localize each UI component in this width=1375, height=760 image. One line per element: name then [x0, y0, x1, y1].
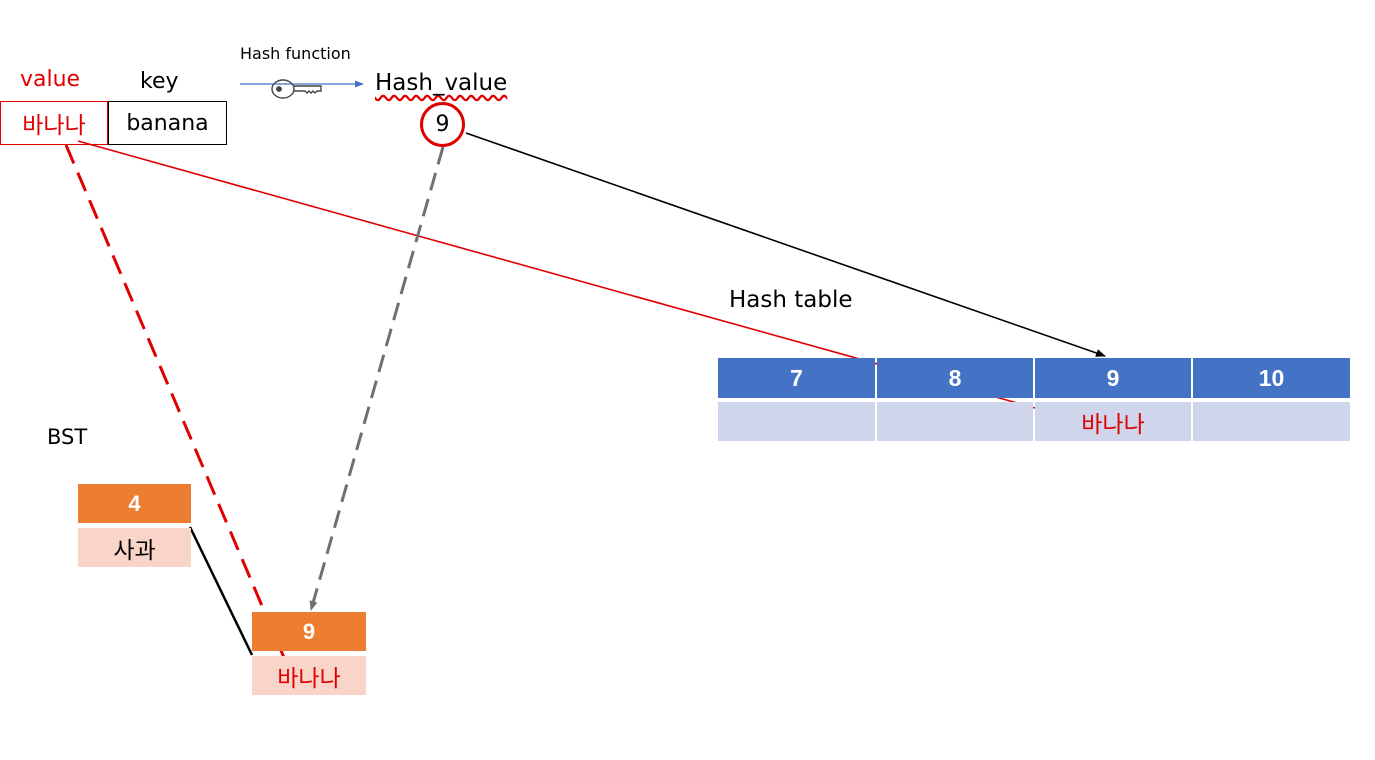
hash-value-label: Hash_value: [375, 70, 508, 96]
value-box: 바나나: [0, 101, 108, 145]
hash-table-value-cell: [877, 402, 1033, 441]
hash-to-table-arrow: [465, 132, 1106, 357]
hash-table-value-cell: 바나나: [1035, 402, 1191, 441]
key-box: banana: [108, 101, 227, 145]
key-icon: [271, 79, 322, 99]
hash-table-header-cell: 9: [1035, 358, 1191, 398]
hash-table-header-cell: 7: [718, 358, 875, 398]
key-label: key: [140, 69, 179, 94]
hash-table-title: Hash table: [729, 287, 853, 313]
hash-table-value-cell: [718, 402, 875, 441]
bst-edge: [188, 526, 254, 656]
hash-table-header-cell: 10: [1193, 358, 1350, 398]
hash-to-bst-arrow: [309, 146, 445, 611]
hash-table-value-cell: [1193, 402, 1350, 441]
value-label: value: [20, 67, 81, 92]
bst-title: BST: [47, 425, 88, 449]
bst-child-value: 바나나: [252, 656, 366, 695]
bst-root-key: 4: [78, 484, 191, 523]
bst-root-value: 사과: [78, 528, 191, 567]
hash-value-circle: 9: [420, 102, 465, 147]
bst-child-key: 9: [252, 612, 366, 651]
hash-function-label: Hash function: [240, 44, 351, 63]
hash-table-header-cell: 8: [877, 358, 1033, 398]
value-to-bst-arrow: [64, 144, 290, 668]
